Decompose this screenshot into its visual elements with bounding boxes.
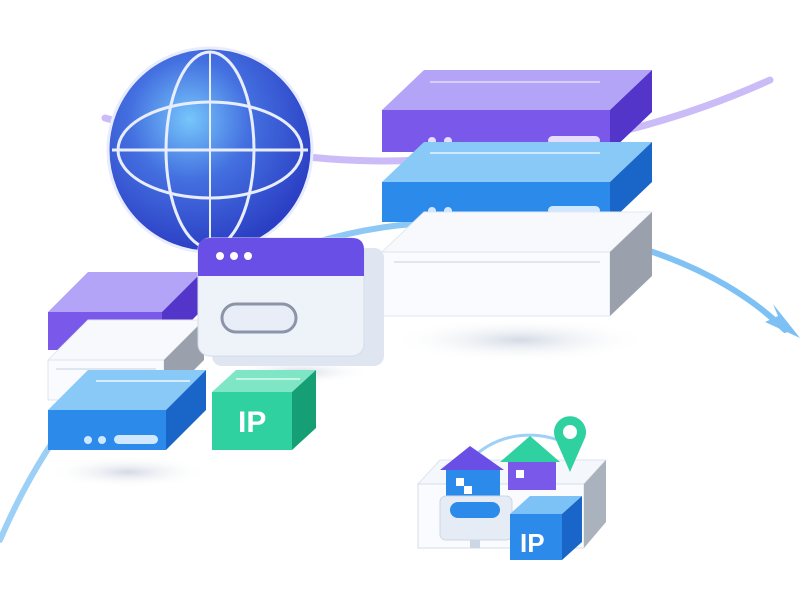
globe-icon [106,46,314,254]
location-pin-icon [554,416,586,472]
monitor-icon [439,495,513,548]
ip-cube-blue-label: IP [520,528,545,558]
server-rack-icon-small [46,272,206,450]
shadow-server-small [48,456,208,488]
house-icon-2 [500,436,560,490]
shadow-server-large [390,318,650,362]
server-rack-icon [380,70,654,317]
ip-address-cube-icon: IP [212,370,316,450]
house-icon [440,446,504,504]
ip-address-cube-icon-blue: IP [510,496,582,560]
ip-cube-green-label: IP [238,406,266,439]
browser-window-icon [197,237,384,366]
local-network-scene: IP [416,416,608,560]
